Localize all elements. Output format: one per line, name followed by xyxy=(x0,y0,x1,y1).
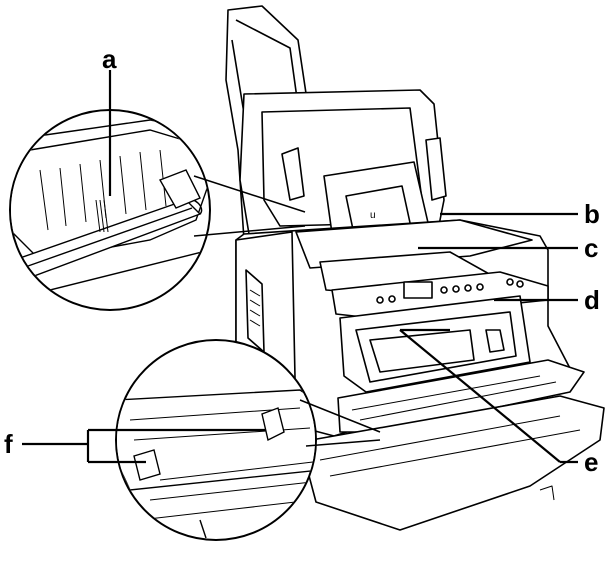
front-opening xyxy=(339,295,531,393)
callout-label-c: c xyxy=(584,233,598,263)
printer-illustration: u xyxy=(225,5,605,531)
callout-label-d: d xyxy=(584,285,600,315)
svg-text:u: u xyxy=(370,210,376,221)
callout-label-b: b xyxy=(584,199,600,229)
callout-lines xyxy=(22,70,578,464)
fuser-lever xyxy=(158,169,201,209)
callout-label-a: a xyxy=(102,44,117,74)
callout-label-e: e xyxy=(584,447,598,477)
tray-tab-lower xyxy=(133,449,161,481)
callout-label-f: f xyxy=(4,429,13,459)
magnifier-connectors xyxy=(193,175,381,447)
tray-tab-upper xyxy=(261,407,285,442)
front-tray xyxy=(337,359,585,433)
magnifier-tray-detail xyxy=(115,339,317,541)
